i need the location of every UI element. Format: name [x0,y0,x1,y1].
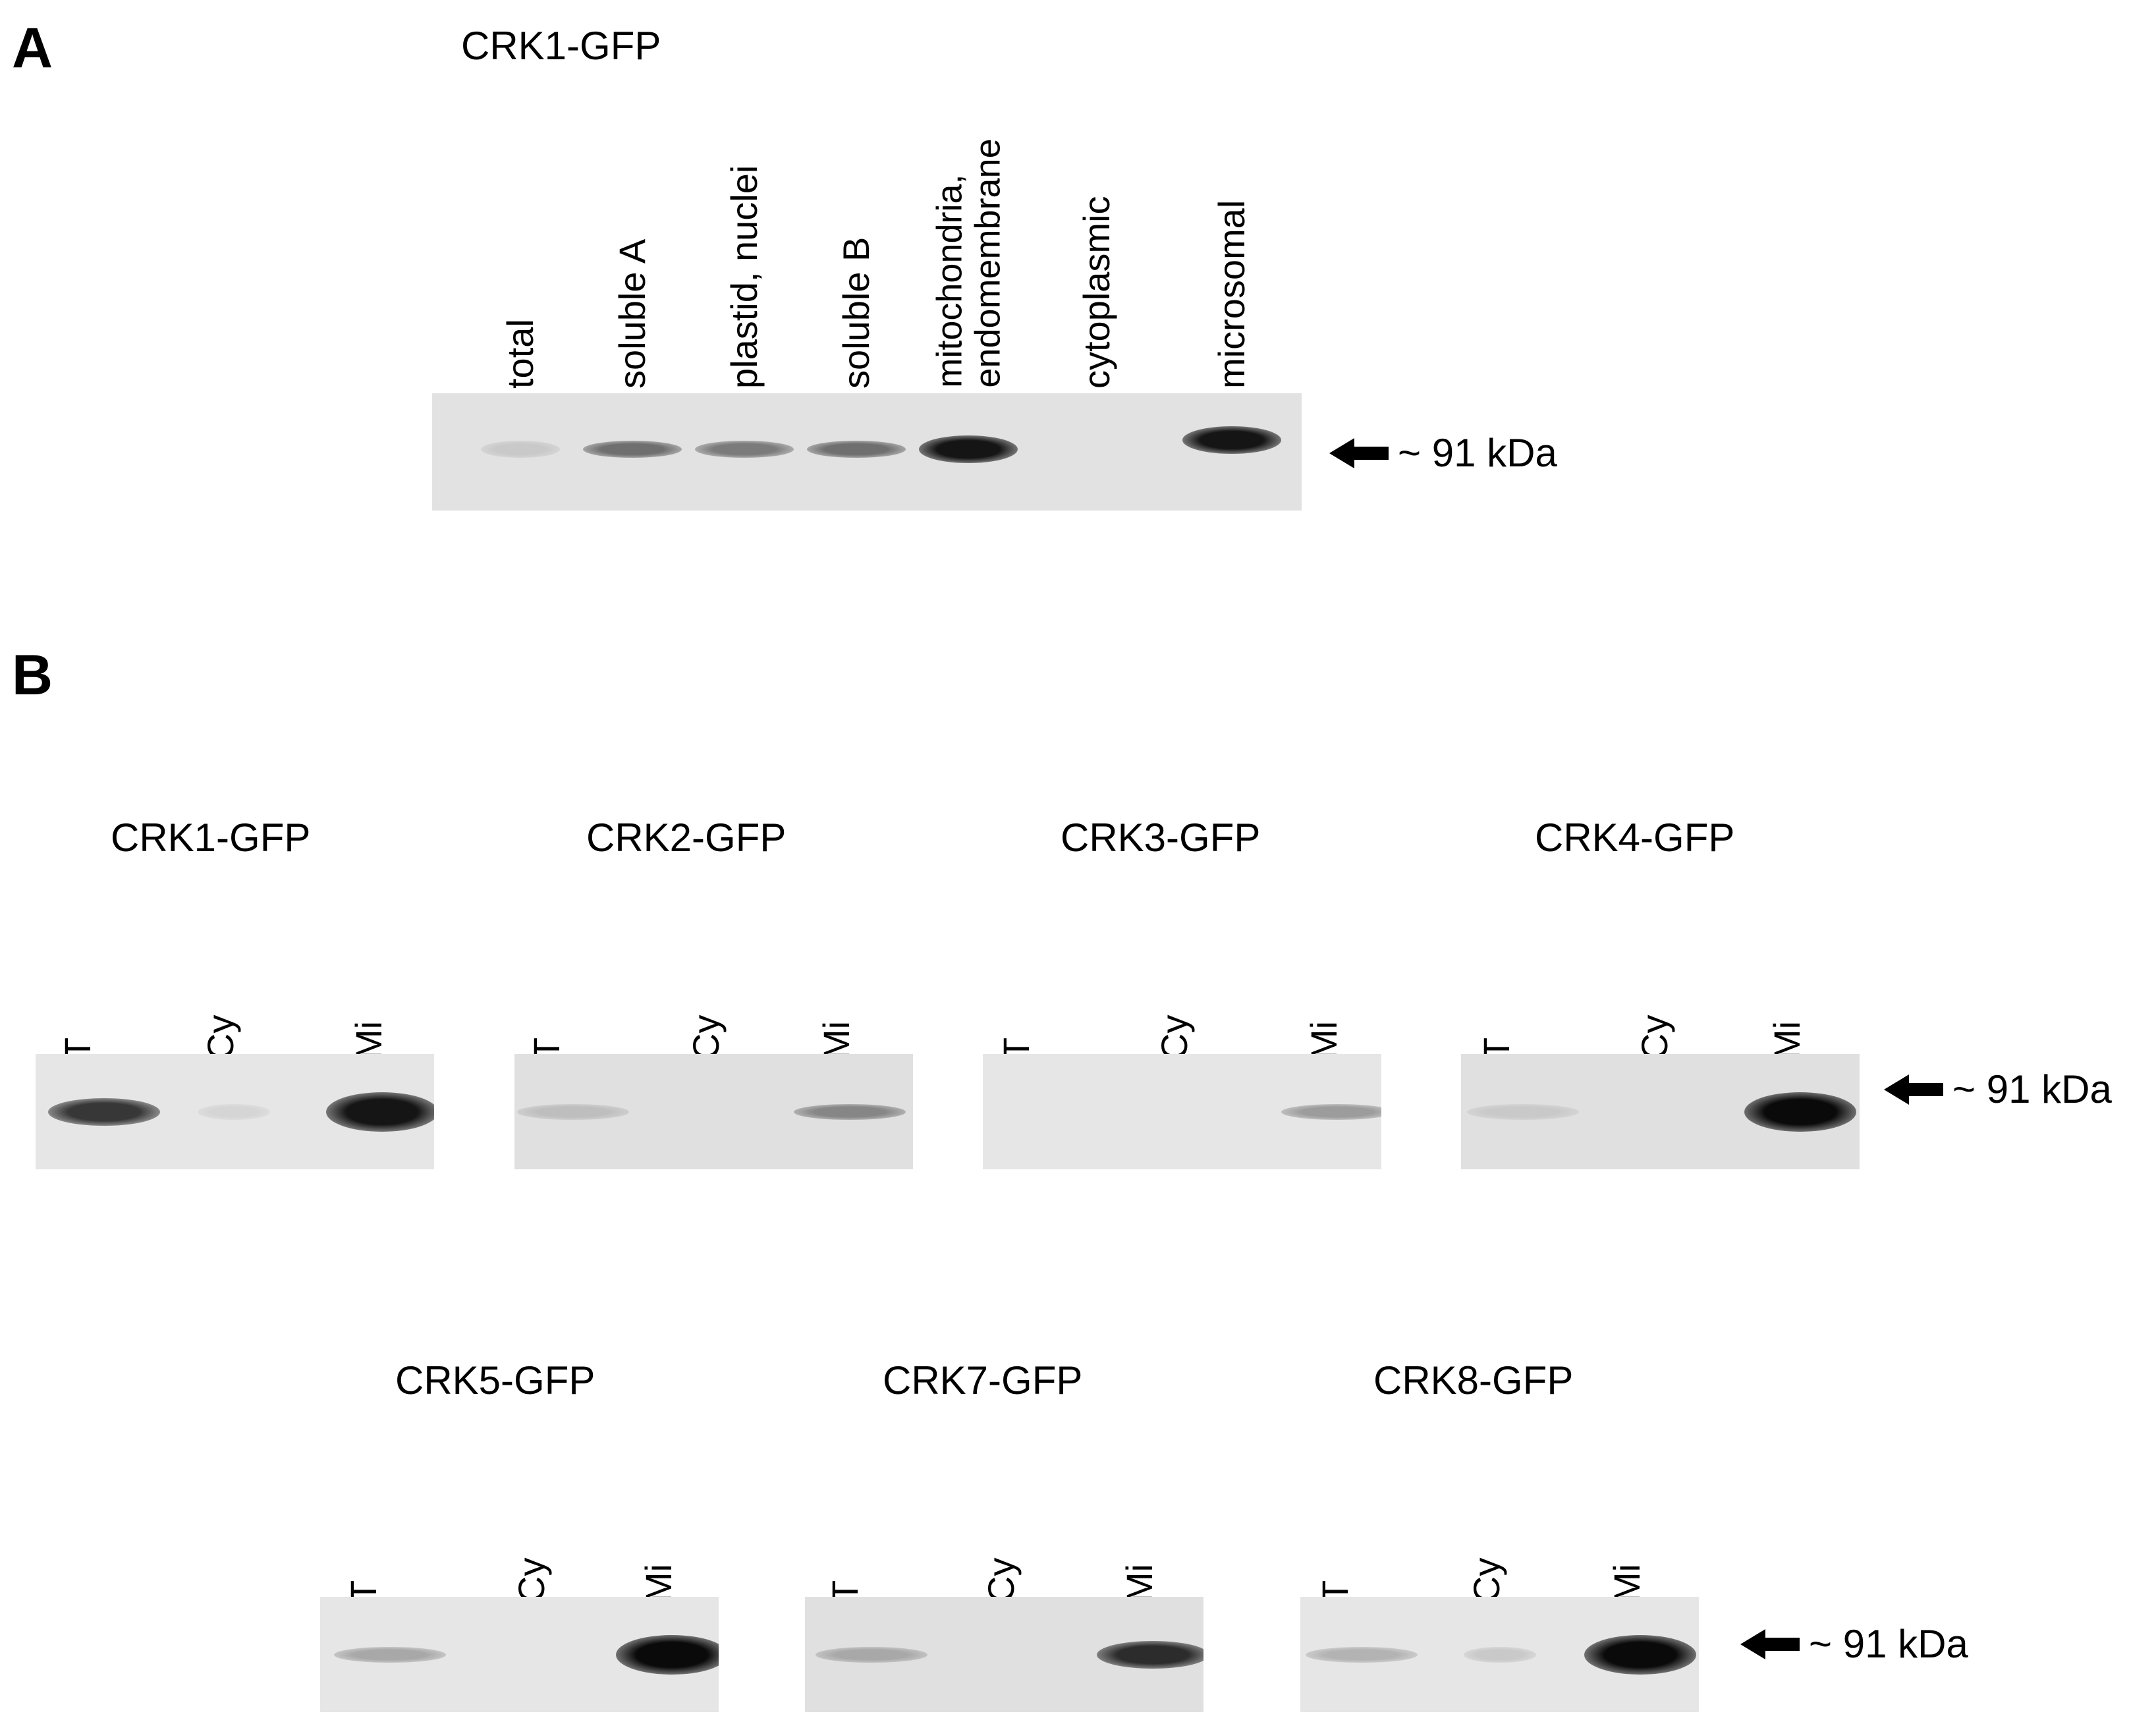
panel-a-lane-label: cytoplasmic [1076,196,1117,389]
blot-image [36,1054,434,1169]
panel-a-lane-label: plastid, nuclei [723,165,765,389]
band [1182,426,1281,454]
panel-a-lane-label: soluble A [611,238,653,389]
band [1306,1647,1418,1663]
lane-label: Cy [980,1557,1022,1603]
band [1281,1104,1381,1120]
band [583,441,682,458]
panel-a-lane-label: total [499,319,541,389]
blot-title: CRK8-GFP [1373,1358,1574,1403]
blot-title: CRK2-GFP [586,816,787,860]
blot-image [514,1054,913,1169]
panel-a-lane-label: mitochondria, endomembrane [929,138,1008,388]
lane-label: Cy [685,1014,727,1060]
blot-title: CRK3-GFP [1061,816,1261,860]
lane-label: Cy [1153,1014,1195,1060]
lane-label: Cy [1634,1014,1675,1060]
panel-b-size-marker-row1: ~ 91 kDa [1884,1070,2112,1109]
panel-b-size-marker-row2: ~ 91 kDa [1740,1625,1968,1664]
panel-b-letter: B [12,644,53,707]
panel-a-size-marker: ~ 91 kDa [1329,433,1557,473]
panel-a-marker-label: ~ 91 kDa [1398,431,1557,475]
band [198,1104,270,1120]
band [326,1092,434,1132]
band [481,441,560,458]
band [334,1647,446,1663]
band [1464,1647,1536,1663]
blot-title: CRK1-GFP [111,816,311,860]
band [48,1098,160,1126]
band [1584,1635,1696,1675]
band [1467,1104,1579,1120]
band [807,441,906,458]
band [1744,1092,1856,1132]
left-arrow-icon [1884,1074,1943,1105]
panel-a-title: CRK1-GFP [461,24,661,68]
band [815,1647,927,1663]
panel-a-lane-label: soluble B [835,236,877,389]
left-arrow-icon [1740,1629,1800,1659]
band [794,1104,906,1120]
left-arrow-icon [1329,438,1389,468]
blot-title: CRK5-GFP [395,1358,595,1403]
panel-a-lane-label: microsomal [1211,200,1252,389]
band [616,1635,719,1675]
blot-image [320,1597,719,1712]
blot-image [805,1597,1203,1712]
band [517,1104,629,1120]
lane-label: Cy [511,1557,552,1603]
panel-b-marker-label-row1: ~ 91 kDa [1952,1067,2112,1111]
band [1097,1641,1203,1669]
band [919,435,1018,463]
panel-a-blot [432,393,1302,511]
panel-a-letter: A [12,16,53,80]
blot-image [1300,1597,1699,1712]
band [695,441,794,458]
blot-image [983,1054,1381,1169]
blot-title: CRK4-GFP [1535,816,1735,860]
lane-label: Cy [200,1014,241,1060]
blot-title: CRK7-GFP [883,1358,1083,1403]
lane-label: Cy [1466,1557,1507,1603]
blot-image [1461,1054,1860,1169]
panel-b-marker-label-row2: ~ 91 kDa [1809,1622,1968,1666]
